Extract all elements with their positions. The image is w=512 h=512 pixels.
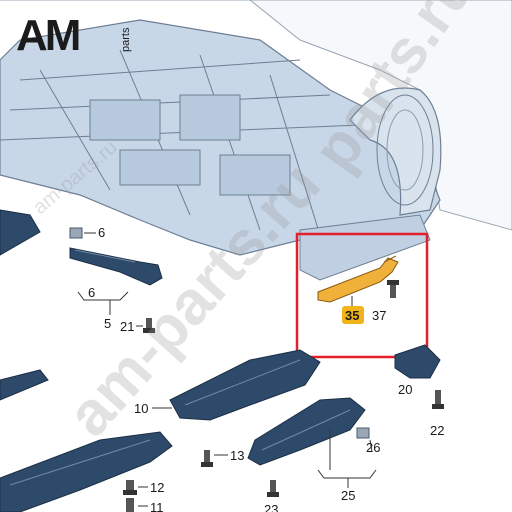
part-11-panel: [0, 431, 173, 512]
bolt-12: [123, 480, 137, 495]
bolt-23: [267, 480, 279, 497]
callout-20: 20: [398, 382, 412, 397]
bolt-11: [126, 498, 134, 512]
logo-parts-text: parts: [120, 27, 132, 52]
part-5-bracket: [69, 227, 163, 286]
logo-am-text: AM: [16, 11, 79, 60]
callout-22: 22: [430, 423, 444, 438]
part-left-stub: [0, 209, 41, 256]
callout-12: 12: [150, 480, 164, 495]
callout-6b: 6: [88, 285, 95, 300]
callout-21: 21: [120, 319, 134, 334]
callout-35-badge: [342, 306, 364, 324]
part-10-panel: [169, 349, 321, 421]
callout-11: 11: [150, 500, 164, 512]
part-left-lower-stub: [0, 369, 49, 401]
part-25-panel: [247, 397, 366, 466]
callout-25: 25: [341, 488, 355, 503]
callout-6a: 6: [98, 225, 105, 240]
callout-10: 10: [134, 401, 148, 416]
callout-35: 35: [345, 308, 359, 323]
part-20-bracket: [394, 344, 441, 379]
callout-23: 23: [264, 502, 278, 512]
vehicle-floor-pan: [0, 0, 512, 281]
bolt-22: [432, 390, 444, 409]
callout-37: 37: [372, 308, 386, 323]
am-parts-logo: AM parts: [16, 11, 132, 60]
bolt-21: [143, 318, 155, 333]
bolt-37: [387, 280, 399, 298]
part-35-bracket: [317, 255, 399, 303]
part-6-clip: [69, 227, 83, 239]
highlight-box: [295, 232, 429, 359]
callout-5: 5: [104, 316, 111, 331]
clip-26: [356, 427, 370, 439]
bolt-13: [201, 450, 213, 467]
callout-26: 26: [366, 440, 380, 455]
callout-13: 13: [230, 448, 244, 463]
